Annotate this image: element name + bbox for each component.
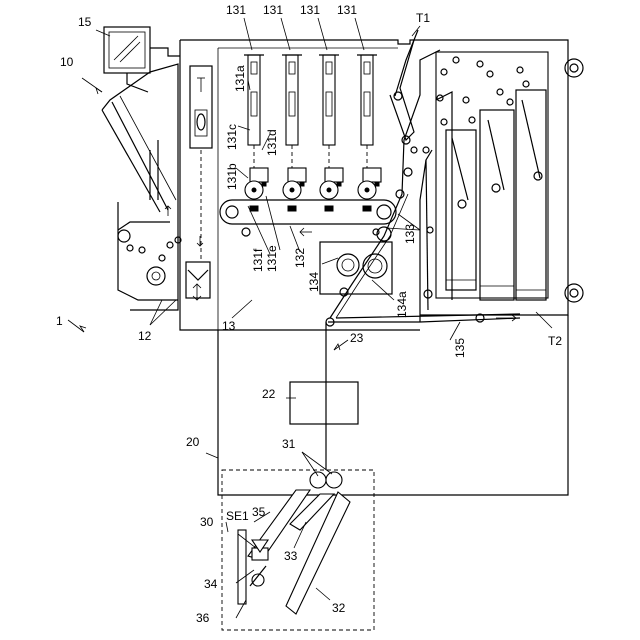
document-reader-assembly <box>102 64 212 310</box>
label-132: 132 <box>293 248 307 268</box>
label-131c: 131c <box>225 124 239 150</box>
sheet-cassettes <box>436 52 548 300</box>
label-se1: SE1 <box>226 509 249 523</box>
post-processing-device <box>222 322 374 630</box>
label-131-a: 131 <box>226 3 246 17</box>
label-135: 135 <box>453 338 467 358</box>
label-131e: 131e <box>265 245 279 272</box>
label-34: 34 <box>204 577 218 591</box>
label-134a: 134a <box>395 291 409 318</box>
label-22: 22 <box>262 387 276 401</box>
label-1: 1 <box>56 314 63 328</box>
label-15: 15 <box>78 15 92 29</box>
label-131f: 131f <box>251 248 265 272</box>
label-131d: 131d <box>265 129 279 156</box>
label-t1: T1 <box>416 11 430 25</box>
label-23: 23 <box>350 331 364 345</box>
label-134: 134 <box>307 272 321 292</box>
label-13: 13 <box>222 319 236 333</box>
label-131b: 131b <box>225 163 239 190</box>
controller-block <box>290 382 358 424</box>
label-31: 31 <box>282 437 296 451</box>
label-10: 10 <box>60 55 74 69</box>
label-131-b: 131 <box>263 3 283 17</box>
label-30: 30 <box>200 515 214 529</box>
label-32: 32 <box>332 601 346 615</box>
label-33: 33 <box>284 549 298 563</box>
label-131a: 131a <box>233 65 247 92</box>
label-35: 35 <box>252 505 266 519</box>
label-20: 20 <box>186 435 200 449</box>
label-133: 133 <box>403 224 417 244</box>
label-t2: T2 <box>548 334 562 348</box>
label-12: 12 <box>138 329 152 343</box>
label-131-d: 131 <box>337 3 357 17</box>
label-131-c: 131 <box>300 3 320 17</box>
label-36: 36 <box>196 611 210 625</box>
operation-panel <box>104 27 180 92</box>
